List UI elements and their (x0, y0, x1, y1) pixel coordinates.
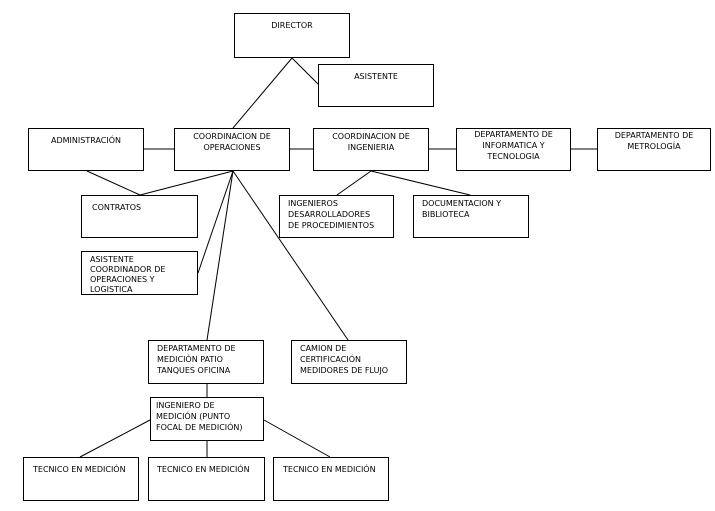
node-asistente-coordinador: ASISTENTE COORDINADOR DE OPERACIONES Y L… (81, 251, 198, 295)
line-administracion-contratos (86, 170, 141, 196)
line-coord-operaciones-contratos (139, 170, 234, 196)
node-tecnico-1-label: TECNICO EN MEDICIÓN (33, 465, 126, 474)
node-contratos-label: CONTRATOS (92, 203, 142, 212)
line-coord-operaciones-dept-medicion (206, 170, 234, 341)
node-coord-ingenieria: COORDINACION DE INGENIERIA (313, 128, 429, 171)
node-camion-certificacion: CAMION DE CERTIFICACIÓN MEDIDORES DE FLU… (291, 340, 407, 384)
node-coord-operaciones: COORDINACION DE OPERACIONES (174, 128, 290, 171)
line-coord-operaciones-camion (232, 170, 349, 341)
node-director-label: DIRECTOR (271, 21, 313, 30)
node-dept-informatica-label: DEPARTAMENTO DE INFORMATICA Y TECNOLOGIA (474, 130, 553, 161)
node-contratos: CONTRATOS (81, 195, 198, 238)
node-dept-medicion-patio-label: DEPARTAMENTO DE MEDICIÓN PATIO TANQUES O… (157, 344, 236, 375)
node-ingeniero-medicion-label: INGENIERO DE MEDICIÓN (PUNTO FOCAL DE ME… (156, 401, 243, 432)
node-documentacion: DOCUMENTACION Y BIBLIOTECA (413, 195, 529, 238)
node-tecnico-1: TECNICO EN MEDICIÓN (23, 457, 139, 501)
node-coord-ingenieria-label: COORDINACION DE INGENIERIA (332, 132, 410, 152)
node-administracion-label: ADMINISTRACIÓN (51, 136, 121, 145)
node-documentacion-label: DOCUMENTACION Y BIBLIOTECA (422, 199, 502, 219)
node-asistente-coordinador-label: ASISTENTE COORDINADOR DE OPERACIONES Y L… (90, 255, 166, 294)
node-ingenieros-desarrolladores-label: INGENIEROS DESARROLLADORES DE PROCEDIMIE… (288, 199, 375, 230)
node-dept-metrologia: DEPARTAMENTO DE METROLOGÍA (597, 128, 711, 171)
node-asistente: ASISTENTE (318, 64, 434, 107)
node-ingenieros-desarrolladores: INGENIEROS DESARROLLADORES DE PROCEDIMIE… (279, 195, 394, 238)
node-director: DIRECTOR (234, 13, 350, 58)
node-asistente-label: ASISTENTE (354, 72, 398, 81)
node-dept-informatica: DEPARTAMENTO DE INFORMATICA Y TECNOLOGIA (456, 128, 571, 171)
node-administracion: ADMINISTRACIÓN (28, 128, 144, 171)
line-coord-ingenieria-ingenieros (336, 170, 372, 196)
node-coord-operaciones-label: COORDINACION DE OPERACIONES (193, 132, 271, 152)
node-dept-medicion-patio: DEPARTAMENTO DE MEDICIÓN PATIO TANQUES O… (148, 340, 264, 384)
node-camion-certificacion-label: CAMION DE CERTIFICACIÓN MEDIDORES DE FLU… (300, 344, 389, 375)
line-ingeniero-tecnico-3 (263, 419, 331, 458)
line-director-asistente (291, 57, 319, 85)
node-tecnico-3-label: TECNICO EN MEDICIÓN (283, 465, 376, 474)
node-tecnico-3: TECNICO EN MEDICIÓN (273, 457, 389, 501)
node-ingeniero-medicion: INGENIERO DE MEDICIÓN (PUNTO FOCAL DE ME… (150, 397, 264, 441)
node-tecnico-2-label: TECNICO EN MEDICIÓN (157, 465, 250, 474)
line-coord-ingenieria-documentacion (370, 170, 471, 196)
line-coord-operaciones-asistente-coordinador (197, 170, 234, 274)
node-dept-metrologia-label: DEPARTAMENTO DE METROLOGÍA (614, 131, 694, 151)
node-tecnico-2: TECNICO EN MEDICIÓN (148, 457, 265, 501)
line-ingeniero-tecnico-1 (79, 419, 151, 458)
line-director-coord-operaciones (232, 57, 293, 129)
